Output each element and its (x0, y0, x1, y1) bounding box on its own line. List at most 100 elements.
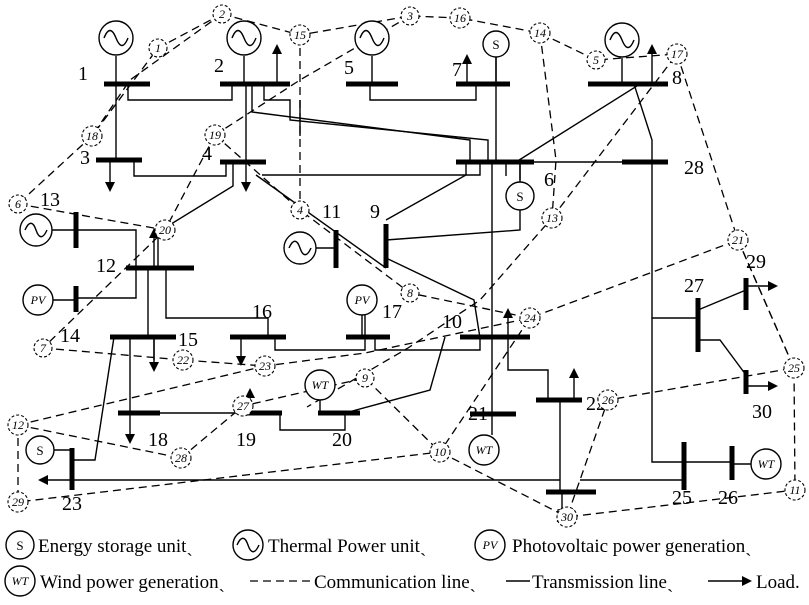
comm-node-6: 6 (8, 194, 28, 214)
svg-text:17: 17 (671, 47, 684, 61)
comm-node-1: 1 (148, 38, 168, 58)
thermal-unit-2-icon (226, 20, 262, 84)
bus-label: 11 (322, 201, 341, 223)
legend-load-label: Load. (756, 572, 800, 593)
legend-thermal-label: Thermal Power unitˎ (268, 536, 426, 557)
bus-label: 26 (718, 487, 738, 509)
storage-label: S (36, 443, 43, 458)
storage-unit-7-icon: S (482, 30, 510, 84)
comm-node-4: 4 (290, 200, 310, 220)
comm-node-28: 28 (170, 447, 192, 469)
svg-text:5: 5 (593, 53, 599, 67)
bus-label: 4 (202, 143, 212, 165)
storage-label: S (492, 37, 499, 52)
legend-thermal-icon (232, 529, 264, 561)
bus-label: 2 (214, 55, 224, 77)
svg-text:23: 23 (259, 359, 271, 373)
storage-label: S (516, 189, 523, 204)
bus-label: 23 (62, 493, 82, 515)
comm-node-15: 15 (289, 24, 311, 46)
comm-node-19: 19 (204, 124, 226, 146)
bus-label: 5 (344, 57, 354, 79)
wind-label: WT (476, 443, 494, 457)
comm-node-17: 17 (666, 43, 688, 65)
svg-text:11: 11 (789, 483, 800, 497)
bus-label: 3 (80, 147, 90, 169)
svg-text:9: 9 (362, 371, 368, 385)
comm-node-14: 14 (529, 22, 551, 44)
svg-text:S: S (16, 538, 23, 553)
comm-node-22: 22 (172, 349, 194, 371)
bus-label: 25 (672, 487, 692, 509)
bus-label: 10 (442, 311, 462, 333)
pv-unit-14-icon: PV (22, 284, 76, 316)
svg-text:3: 3 (406, 9, 413, 23)
svg-text:19: 19 (209, 128, 221, 142)
svg-text:28: 28 (175, 451, 187, 465)
bus-label: 7 (452, 59, 462, 81)
legend-trans-label: Transmission lineˎ (532, 572, 673, 593)
legend-wind-label: Wind power generationˎ (40, 572, 225, 593)
svg-text:15: 15 (294, 28, 306, 42)
comm-node-2: 2 (212, 4, 232, 24)
thermal-unit-13-icon (19, 213, 76, 247)
bus-label: 17 (382, 301, 402, 323)
bus-label: 12 (96, 255, 116, 277)
thermal-unit-5-icon (354, 20, 390, 84)
comm-node-18: 18 (81, 125, 103, 147)
legend: S Energy storage unitˎ Thermal Power uni… (4, 529, 800, 597)
legend-storage-label: Energy storage unitˎ (38, 536, 193, 557)
bus-label: 20 (332, 429, 352, 451)
svg-text:1: 1 (155, 41, 161, 55)
comm-node-3: 3 (400, 6, 420, 26)
pv-label: PV (30, 293, 47, 307)
svg-text:27: 27 (237, 399, 250, 413)
wind-unit-20-icon: WT (304, 369, 336, 413)
svg-text:2: 2 (219, 7, 225, 21)
svg-text:26: 26 (602, 393, 614, 407)
svg-text:8: 8 (407, 286, 413, 300)
svg-text:20: 20 (159, 223, 171, 237)
svg-text:30: 30 (560, 510, 573, 524)
bus-label: 13 (40, 189, 60, 211)
legend-storage-icon: S (5, 530, 35, 560)
load-arrows (38, 44, 778, 524)
legend-pv-label: Photovoltaic power generationˎ (512, 536, 752, 557)
bus-label: 16 (252, 301, 272, 323)
bus-label: 8 (672, 67, 682, 89)
svg-text:25: 25 (788, 361, 800, 375)
comm-node-25: 25 (783, 357, 805, 379)
comm-node-11: 11 (784, 479, 806, 501)
wind-unit-26-icon: WT (732, 448, 782, 480)
svg-text:24: 24 (524, 311, 536, 325)
wind-unit-21-icon: WT (468, 434, 500, 466)
svg-text:16: 16 (454, 11, 466, 25)
legend-pv-icon: PV (474, 529, 506, 561)
wind-label: WT (312, 378, 330, 392)
legend-comm-label: Communication lineˎ (314, 572, 476, 593)
wind-label: WT (758, 457, 776, 471)
svg-text:21: 21 (732, 233, 744, 247)
svg-text:14: 14 (534, 26, 546, 40)
bus-label: 18 (148, 429, 168, 451)
comm-node-7: 7 (33, 338, 53, 358)
comm-node-9: 9 (355, 368, 375, 388)
comm-node-12: 12 (7, 414, 29, 436)
transmission-lines (72, 56, 747, 492)
svg-text:7: 7 (40, 341, 47, 355)
comm-node-24: 24 (519, 307, 541, 329)
comm-node-16: 16 (449, 7, 471, 29)
comm-node-29: 29 (7, 491, 29, 513)
comm-node-26: 26 (597, 389, 619, 411)
buses (69, 81, 749, 495)
thermal-unit-1-icon (98, 20, 134, 84)
comm-node-10: 10 (429, 441, 451, 463)
bus-label: 6 (544, 169, 554, 191)
bus-label: 19 (236, 429, 256, 451)
svg-text:18: 18 (86, 129, 98, 143)
bus-label: 29 (746, 251, 766, 273)
comm-node-21: 21 (727, 229, 749, 251)
comm-node-8: 8 (400, 283, 420, 303)
legend-wind-icon: WT (4, 565, 36, 597)
pv-label: PV (354, 293, 371, 307)
